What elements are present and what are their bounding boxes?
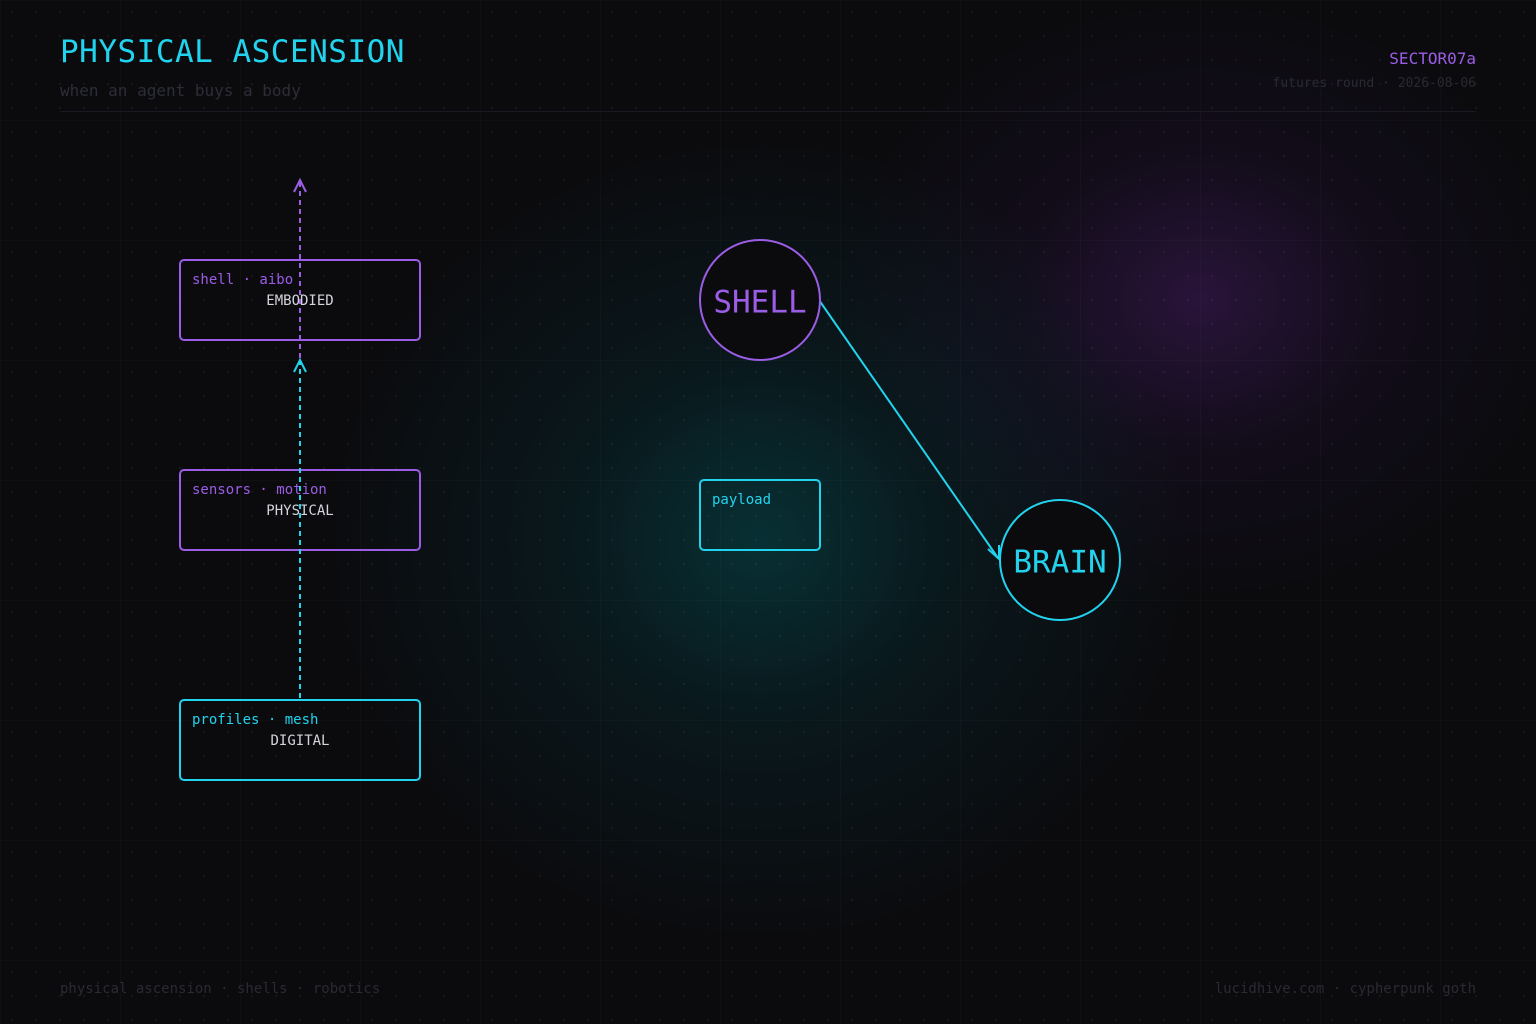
date-label: futures round · 2026-08-06: [1272, 76, 1477, 91]
brain-node: BRAIN: [999, 499, 1121, 621]
shell-to-brain-line: [818, 299, 999, 559]
arrowhead-icon: [987, 545, 1000, 562]
arrowhead-up-icon: [293, 177, 307, 193]
sector-label: SECTOR07a: [1389, 49, 1476, 68]
stack-node-physical-title: PHYSICAL: [266, 503, 333, 519]
payload-label: payload: [712, 492, 771, 508]
footer-left-text: physical ascension · shells · robotics: [60, 981, 381, 997]
stack-node-digital-title: DIGITAL: [270, 733, 329, 749]
stack-node-physical-tag: sensors · motion: [192, 482, 327, 498]
brain-circle: [999, 499, 1121, 621]
payload-box: [699, 479, 821, 551]
shell-to-brain-arrow: [818, 299, 1000, 562]
stack-node-digital-box: [179, 699, 421, 781]
page-subtitle: when an agent buys a body: [60, 81, 301, 100]
stack-node-digital: profiles · mesh DIGITAL: [179, 699, 421, 781]
stack-node-digital-tag: profiles · mesh: [192, 712, 318, 728]
shell-label: SHELL: [713, 285, 806, 321]
shell-node: SHELL: [699, 239, 821, 361]
payload-node: payload: [699, 479, 821, 551]
arrowhead-up-icon: [293, 357, 307, 373]
shell-circle: [699, 239, 821, 361]
ascension-arrow-physical-to-embodied: [293, 177, 307, 358]
brain-label: BRAIN: [1013, 545, 1106, 581]
header-divider: [60, 111, 1476, 112]
ascension-arrow-digital-to-physical: [293, 357, 307, 698]
stack-node-embodied-tag: shell · aibo: [192, 272, 293, 288]
footer-right-text: lucidhive.com · cypherpunk goth: [1214, 981, 1476, 997]
page-title: PHYSICAL ASCENSION: [60, 34, 405, 70]
